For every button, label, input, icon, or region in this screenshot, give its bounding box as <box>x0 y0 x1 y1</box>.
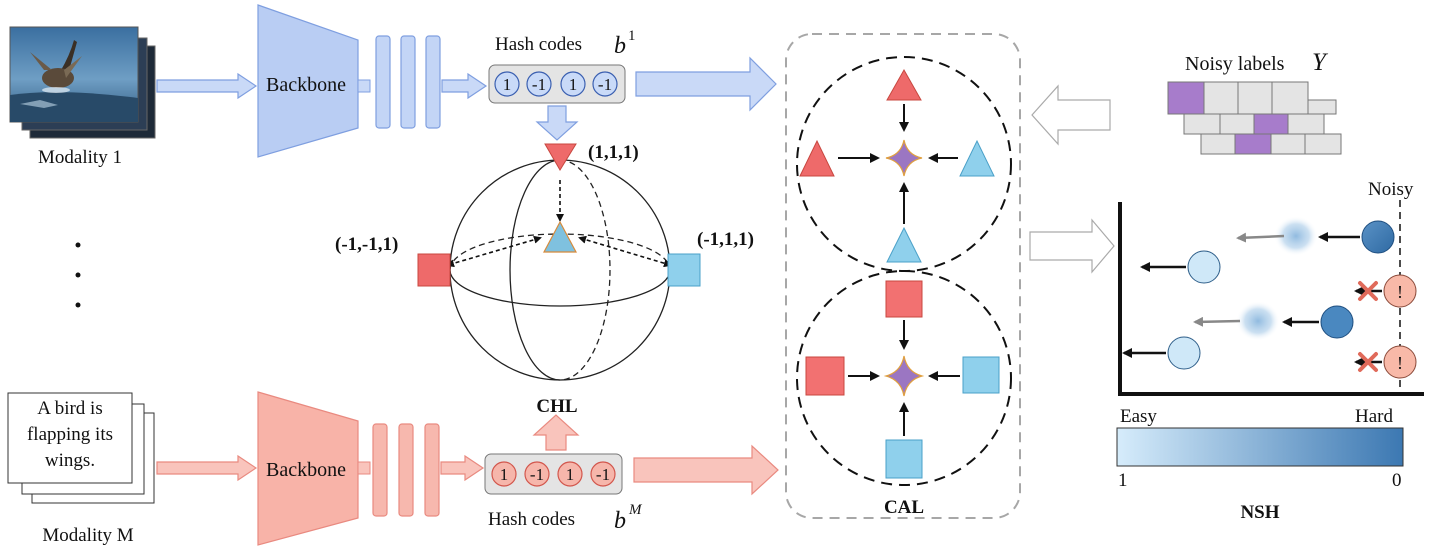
ellipsis-dots <box>75 242 81 308</box>
nsh-caption: NSH <box>1240 502 1279 523</box>
cal-bottom-cluster <box>796 270 1012 486</box>
scale-max: 0 <box>1392 470 1402 491</box>
cal-top-square-red <box>885 280 923 318</box>
bottom-layer-2 <box>398 423 414 517</box>
top-hash-label: Hash codes <box>495 34 582 55</box>
sphere-left-label: (-1,-1,1) <box>335 234 398 255</box>
cal-to-nsh-arrow <box>1029 218 1115 274</box>
bottom-hash-symbol: b <box>614 508 626 534</box>
cal-right-triangle-blue <box>959 139 995 177</box>
noisy-marker-1: ! <box>1397 282 1403 302</box>
top-layer-2 <box>400 35 416 129</box>
bottom-layer-1 <box>372 423 388 517</box>
cal-bottom-triangle-blue <box>886 226 922 263</box>
cal-top-cluster <box>796 56 1012 272</box>
chl-caption: CHL <box>536 396 577 417</box>
cal-bottom-square-blue <box>885 439 923 479</box>
cal-left-square-red <box>805 356 845 396</box>
cal-module: CAL <box>785 33 1021 519</box>
bottom-hash-code-1: 1 <box>500 465 509 484</box>
top-layer-3 <box>425 35 441 129</box>
modality-m-label: Modality M <box>42 525 133 546</box>
cal-top-center-star <box>885 139 923 177</box>
top-hash-code-box <box>488 64 626 104</box>
sphere-left-square <box>417 253 451 287</box>
bottom-hash-code-box <box>484 453 623 495</box>
chl-sphere: (1,1,1) (-1,-1,1) (-1,1,1) CHL <box>335 142 754 417</box>
blocked-x-icon <box>1358 281 1378 301</box>
sphere-top-vertex <box>544 143 577 171</box>
easy-label: Easy <box>1120 406 1157 427</box>
noisy-label: Noisy <box>1368 179 1414 200</box>
bottom-backbone <box>257 391 359 546</box>
sphere-right-label: (-1,1,1) <box>697 229 754 250</box>
bottom-layer-3 <box>424 423 440 517</box>
sphere-center-triangle <box>543 220 577 253</box>
goose-neck <box>60 40 77 74</box>
top-to-cal-arrow <box>635 56 777 112</box>
bottom-input-arrow <box>156 454 258 482</box>
hard-label: Hard <box>1355 406 1393 427</box>
difficulty-colorbar <box>1116 427 1404 467</box>
text-card-line-3: wings. <box>45 450 95 471</box>
noisy-labels-symbol: Y <box>1312 49 1329 76</box>
noisy-labels-grid: Noisy labels Y <box>1031 49 1342 155</box>
cal-left-triangle-red <box>799 139 835 177</box>
top-backbone-label: Backbone <box>266 74 346 96</box>
bottom-backbone-label: Backbone <box>266 459 346 481</box>
modality-1-label: Modality 1 <box>38 147 122 168</box>
bottom-to-sphere-arrow <box>532 414 580 451</box>
bottom-hash-superscript: M <box>628 502 643 518</box>
cal-top-triangle-red <box>886 68 922 101</box>
top-layer-1 <box>375 35 391 129</box>
top-hash-symbol: b <box>614 33 626 59</box>
top-hash-superscript: 1 <box>628 28 636 44</box>
top-hash-code-1: 1 <box>503 75 512 94</box>
bottom-hash-code-3: 1 <box>566 465 575 484</box>
top-hash-code-2: -1 <box>532 75 546 94</box>
bottom-hash-label: Hash codes <box>488 509 575 530</box>
noisy-marker-2: ! <box>1397 353 1403 373</box>
nsh-panel: Noisy ! ! Easy Hard 1 0 NSH <box>1029 179 1424 523</box>
modality-m-text-stack: A bird is flapping its wings. <box>7 392 155 504</box>
bottom-hash-code-2: -1 <box>530 465 544 484</box>
noisy-labels-text: Noisy labels <box>1185 53 1285 75</box>
sphere-top-label: (1,1,1) <box>588 142 639 163</box>
bottom-hash-code-4: -1 <box>596 465 610 484</box>
text-card-line-1: A bird is <box>37 398 102 419</box>
scale-min: 1 <box>1118 470 1128 491</box>
sphere-right-square <box>667 253 701 287</box>
top-to-sphere-arrow <box>535 105 579 141</box>
labels-to-cal-arrow <box>1031 84 1111 146</box>
cal-right-square-blue <box>962 356 1000 394</box>
modality-1-image-stack <box>9 26 156 139</box>
top-branch: Backbone Hash codes b 1 1 -1 1 -1 <box>156 4 777 158</box>
bottom-to-cal-arrow <box>633 444 779 496</box>
top-hash-code-3: 1 <box>569 75 578 94</box>
cal-caption: CAL <box>884 497 924 518</box>
top-hash-code-4: -1 <box>598 75 612 94</box>
text-card <box>7 392 133 484</box>
bottom-branch: Backbone 1 -1 1 -1 Hash codes b M <box>156 391 779 546</box>
text-card-line-2: flapping its <box>27 424 113 445</box>
cal-bottom-center-star <box>883 355 925 397</box>
top-backbone <box>257 4 359 158</box>
blocked-x-icon <box>1358 352 1378 372</box>
